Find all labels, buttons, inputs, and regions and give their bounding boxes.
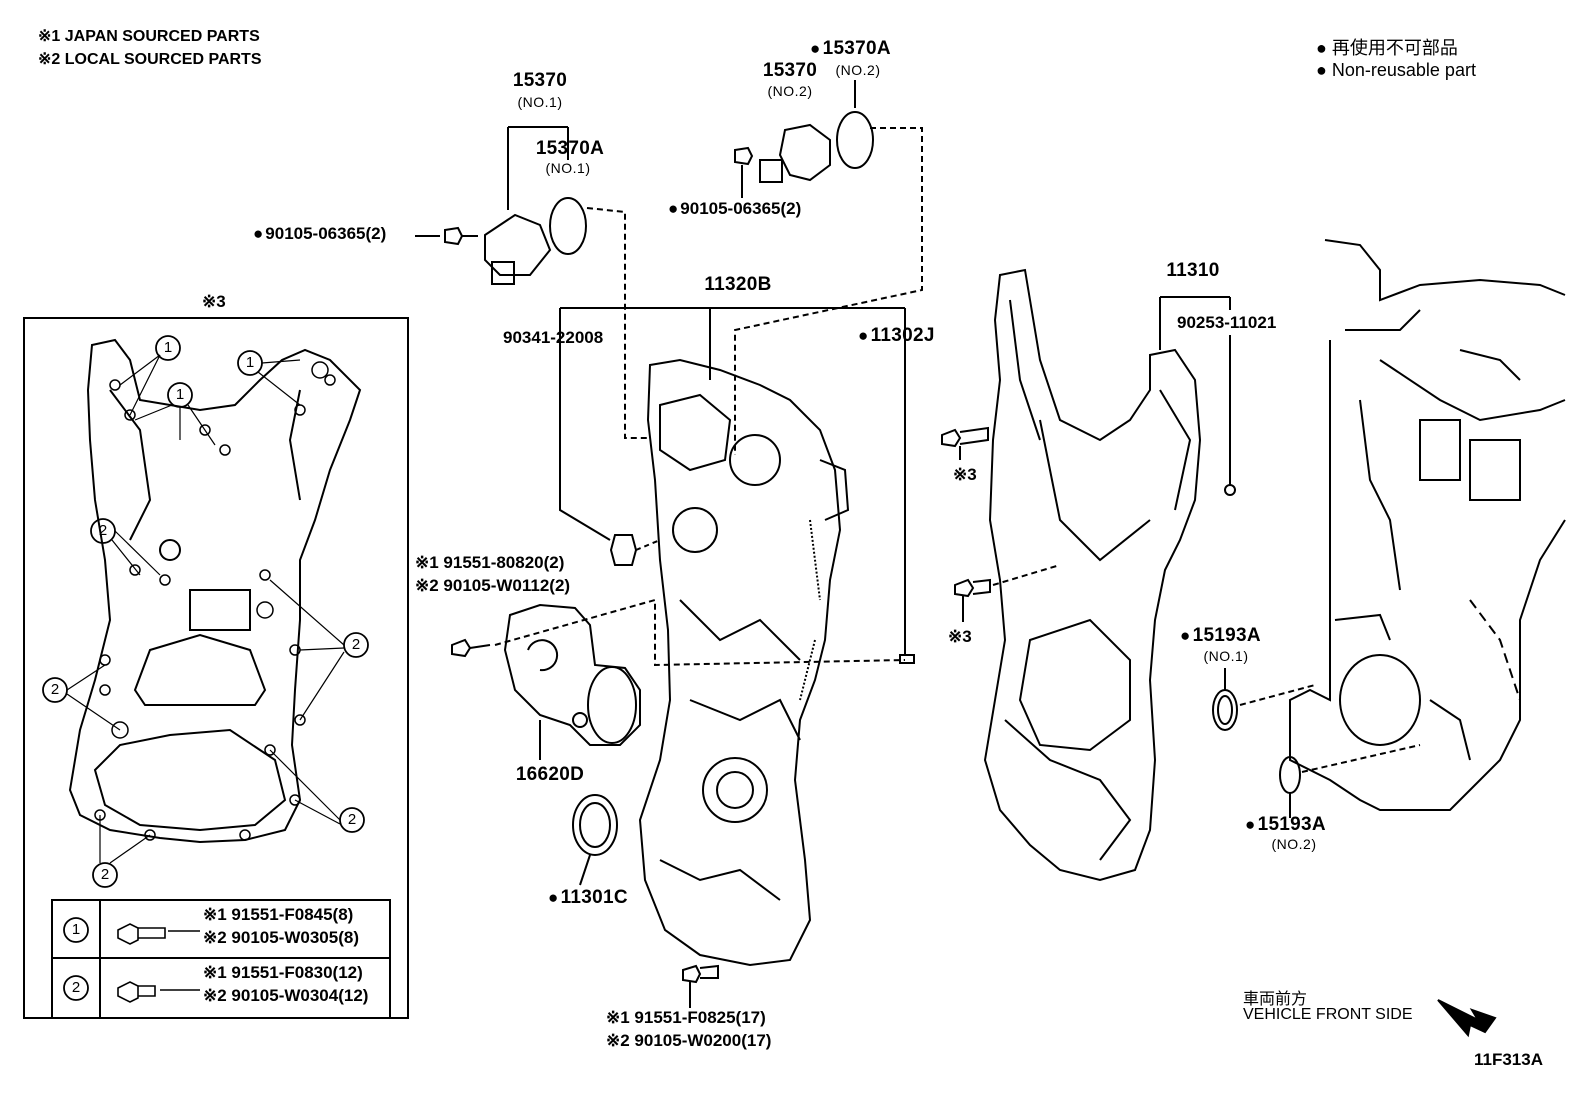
vehicle-front-en: VEHICLE FRONT SIDE — [1243, 1006, 1413, 1023]
part-15370a-no1-sub: (NO.1) — [545, 160, 591, 176]
part-15370-no1: 15370 — [512, 70, 568, 91]
part-90341-22008: 90341-22008 — [503, 328, 604, 347]
ref-3-lower: ※3 — [948, 627, 972, 646]
tensioner-bolt-japan: ※1 91551-80820(2) — [415, 553, 565, 572]
callout-2: 2 — [50, 681, 60, 698]
bolt-table-key-2: 2 — [71, 979, 81, 996]
part-15193a-no1-sub: (NO.1) — [1203, 648, 1249, 664]
part-15370-no1-sub: (NO.1) — [517, 94, 563, 110]
part-15370-no2-sub: (NO.2) — [767, 83, 813, 99]
ref-3-upper: ※3 — [953, 465, 977, 484]
part-11320b: 11320B — [704, 274, 772, 295]
tensioner-bolt-local: ※2 90105-W0112(2) — [415, 576, 571, 595]
box-cover-outline — [68, 338, 362, 844]
front-arrow-icon — [1437, 999, 1497, 1038]
part-15193a-no2-sub: (NO.2) — [1271, 836, 1317, 852]
callout-2: 2 — [351, 636, 361, 653]
bottom-bolt-local: ※2 90105-W0200(17) — [606, 1031, 772, 1050]
callout-2: 2 — [347, 811, 357, 828]
engine-block — [1289, 239, 1566, 811]
part-11302j: 11302J — [858, 325, 935, 347]
bolt-table-row1-japan: ※1 91551-F0845(8) — [203, 905, 354, 924]
part-15370a-no2-sub: (NO.2) — [835, 62, 881, 78]
bottom-bolt-japan: ※1 91551-F0825(17) — [606, 1008, 766, 1027]
bolt-table-row2-japan: ※1 91551-F0830(12) — [203, 963, 363, 982]
figure-id: 11F313A — [1474, 1050, 1543, 1069]
bolt-table-key-1: 1 — [71, 921, 81, 938]
callout-1: 1 — [163, 339, 173, 356]
part-15370-no2: 15370 — [762, 60, 818, 81]
bolt-table-row2-local: ※2 90105-W0304(12) — [203, 986, 369, 1005]
timing-cover-11320b — [638, 358, 842, 967]
timing-cover-11310 — [983, 268, 1202, 882]
legend-non-reusable-jp: ● 再使用不可部品 — [1316, 38, 1458, 58]
bolt-table-row1-local: ※2 90105-W0305(8) — [203, 928, 359, 947]
part-16620d: 16620D — [515, 764, 585, 785]
vehicle-front-jp: 車両前方 — [1243, 991, 1308, 1008]
part-15370a-no1: 15370A — [535, 138, 605, 159]
note-local-sourced: ※2 LOCAL SOURCED PARTS — [38, 51, 262, 68]
part-15370a-no2: 15370A — [810, 38, 891, 60]
part-15193a-no1: 15193A — [1180, 625, 1261, 647]
callout-2: 2 — [98, 522, 108, 539]
callout-1: 1 — [245, 354, 255, 371]
part-90253-11021: 90253-11021 — [1177, 313, 1277, 332]
callout-2: 2 — [100, 866, 110, 883]
part-11310: 11310 — [1166, 260, 1220, 281]
callout-1: 1 — [175, 386, 185, 403]
ref-3-detail: ※3 — [202, 292, 226, 311]
part-90105-06365-left: 90105-06365(2) — [253, 224, 386, 244]
part-11301c: 11301C — [548, 887, 628, 909]
part-15193a-no2: 15193A — [1245, 814, 1326, 836]
legend-non-reusable-en: ● Non-reusable part — [1316, 60, 1476, 80]
note-japan-sourced: ※1 JAPAN SOURCED PARTS — [38, 28, 260, 45]
chain-tensioner — [503, 603, 641, 746]
part-90105-06365-top: 90105-06365(2) — [668, 199, 801, 219]
